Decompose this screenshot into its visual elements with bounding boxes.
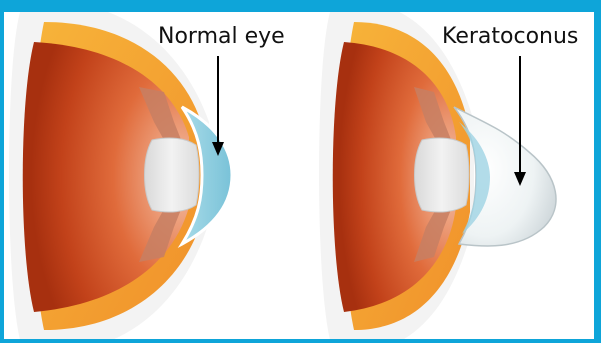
eye-comparison-illustration xyxy=(4,12,594,339)
keratoconus-label: Keratoconus xyxy=(442,24,578,49)
diagram-canvas: Normal eye Keratoconus xyxy=(4,12,594,339)
normal-eye xyxy=(9,12,232,339)
normal-eye-lens xyxy=(145,138,200,212)
normal-eye-label: Normal eye xyxy=(158,24,285,49)
keratoconus-eye-lens xyxy=(415,138,470,212)
